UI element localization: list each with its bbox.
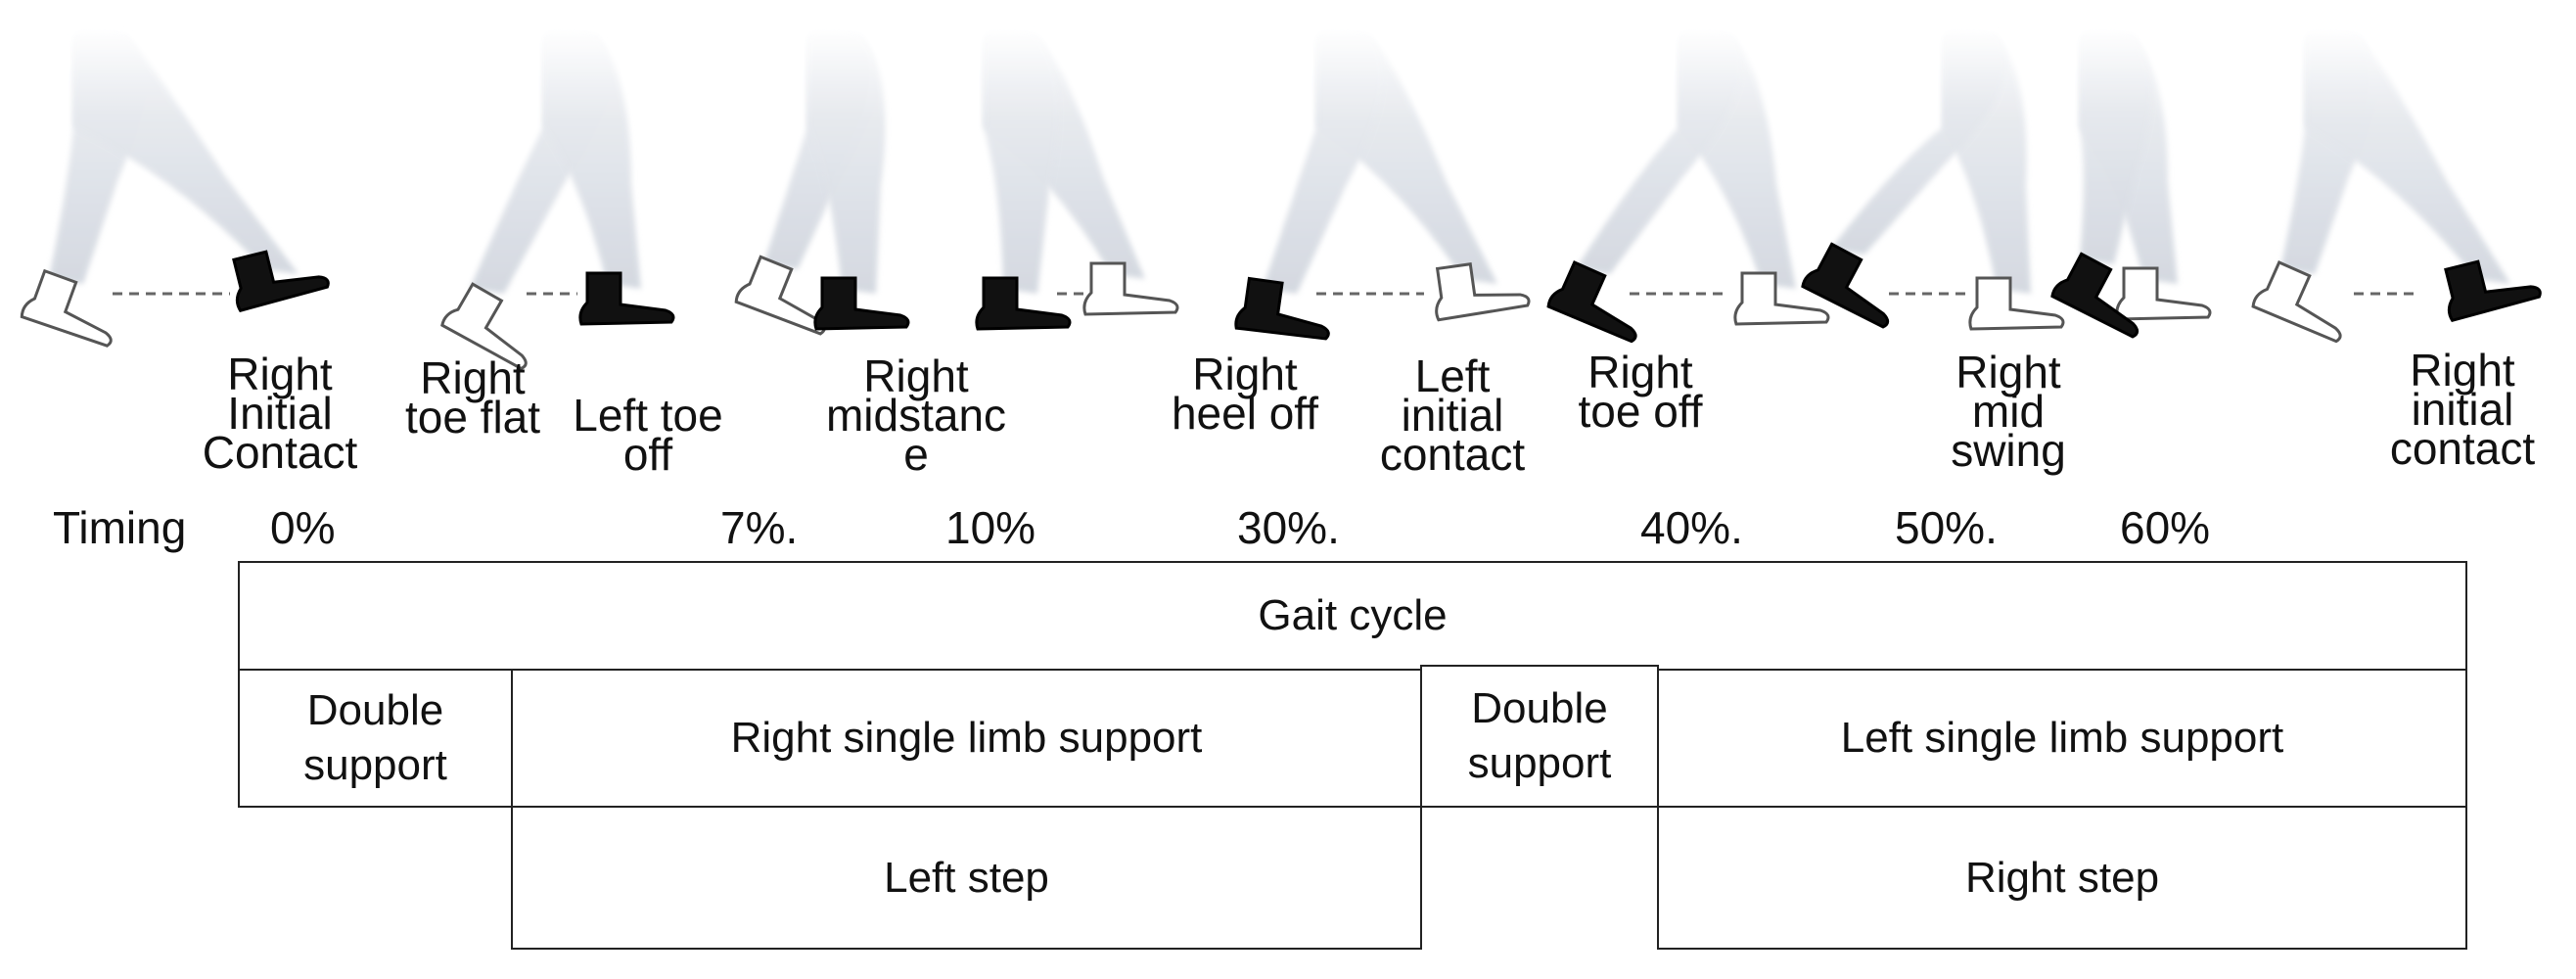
walking-figure (1800, 27, 2065, 332)
timing-value: 40%. (1640, 502, 1743, 553)
double-support-box-1: Double support (238, 669, 513, 808)
walking-figure (439, 27, 675, 373)
phase-label-right-toe-off: Right toe off (1578, 347, 1703, 437)
phase-label-left-toe-off: Left toe off (573, 390, 723, 480)
right-single-limb-support-box: Right single limb support (511, 669, 1422, 808)
walking-figure (733, 27, 910, 339)
walking-figure (2250, 27, 2544, 346)
phase-label-left-initial-contact: Left initial contact (1379, 350, 1526, 480)
timing-value: 0% (270, 502, 336, 553)
walking-figure (19, 27, 332, 350)
left-shoe-icon (19, 266, 127, 350)
timing-value: 10% (945, 502, 1036, 553)
walking-legs-illustration (19, 27, 2544, 373)
phase-label-right-initial-contact: Right Initial Contact (202, 349, 358, 478)
timing-value: 7%. (720, 502, 799, 553)
timing-value: 50%. (1895, 502, 1998, 553)
phase-label-right-heel-off: Right heel off (1171, 349, 1319, 439)
gait-cycle-box: Gait cycle (238, 561, 2467, 671)
timing-value: 30%. (1237, 502, 1340, 553)
phase-label-right-initial-contact-end: Right initial contact (2389, 345, 2536, 474)
walking-figure (1233, 27, 1532, 343)
phase-label-right-mid-swing: Right mid swing (1951, 347, 2066, 476)
left-step-box: Left step (511, 806, 1422, 950)
timing-value: 60% (2120, 502, 2211, 553)
left-single-limb-support-box: Left single limb support (1657, 669, 2467, 808)
walking-figure (975, 27, 1179, 331)
double-support-box-2: Double support (1420, 665, 1659, 808)
phase-label-right-midstance: Right midstanc e (825, 350, 1007, 480)
walking-figure (1545, 27, 1830, 346)
right-step-box: Right step (1657, 806, 2467, 950)
timing-label: Timing (53, 502, 187, 553)
phase-label-right-toe-flat: Right toe flat (404, 352, 541, 443)
walking-figure (2049, 27, 2212, 342)
